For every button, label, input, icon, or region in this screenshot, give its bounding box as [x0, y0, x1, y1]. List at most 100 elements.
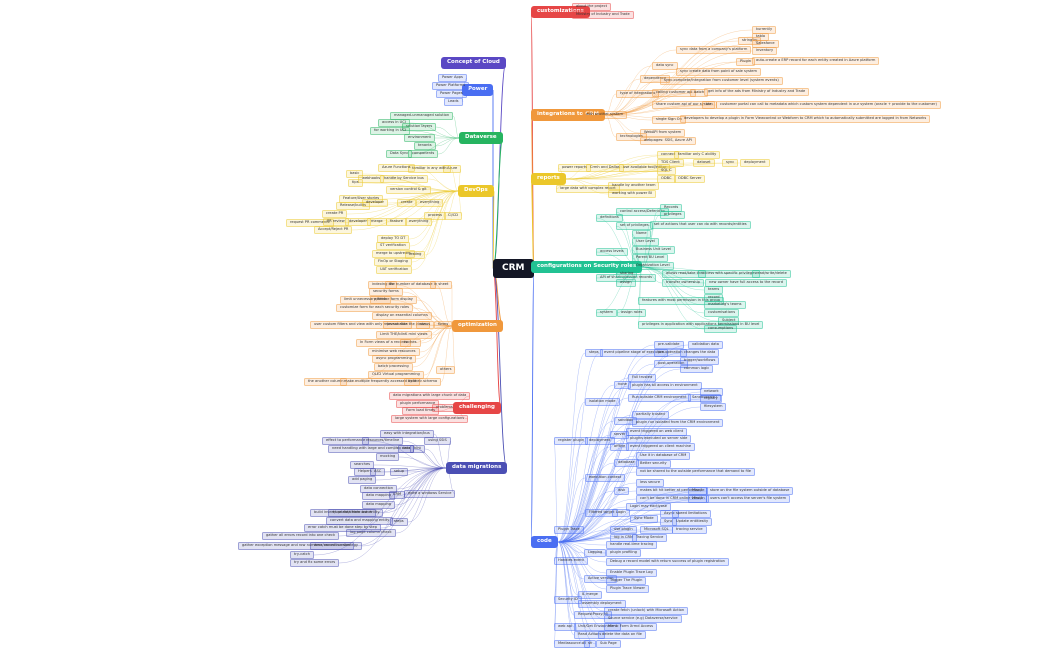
leaf-integrations[interactable]: data sync [652, 62, 678, 71]
leaf-reports[interactable]: Crmh and Dallas [586, 164, 624, 173]
leaf-config[interactable]: customisations [704, 309, 740, 318]
leaf-code[interactable]: tracing service [672, 526, 707, 535]
leaf-code[interactable]: plugin profiling [606, 549, 641, 558]
root-node[interactable]: CRM [493, 259, 534, 278]
leaf-config[interactable]: system [596, 309, 617, 318]
leaf-datamig[interactable]: gather exception message and row numbers… [238, 542, 355, 551]
leaf-code[interactable]: delete the data on file [598, 631, 646, 640]
leaf-integrations[interactable]: single Sign On [652, 116, 686, 125]
leaf-optimization[interactable]: Limit THE/blinK mini views [376, 331, 432, 340]
leaf-devops[interactable]: Azure [443, 165, 462, 174]
leaf-devops[interactable]: ST verification [376, 242, 410, 251]
leaf-code[interactable]: Sandboxed/IO [688, 394, 722, 403]
leaf-datamig[interactable]: try-catch [290, 551, 315, 560]
leaf-code[interactable]: register plugin [554, 437, 589, 446]
leaf-code[interactable]: less secure [636, 479, 665, 488]
branch-devops[interactable]: DevOps [458, 185, 494, 197]
branch-code[interactable]: code [531, 536, 558, 548]
leaf-code[interactable]: Handles event [554, 557, 588, 566]
leaf-reports[interactable]: working with power BI [608, 190, 656, 199]
leaf-config[interactable]: control access/Defend to [616, 208, 669, 217]
leaf-code[interactable]: speed limitations [672, 510, 711, 519]
leaf-devops[interactable]: Azure Functions [378, 164, 415, 173]
leaf-integrations[interactable]: inventory [752, 47, 778, 56]
leaf-devops[interactable]: merge [367, 218, 387, 227]
leaf-reports[interactable]: deployment [740, 159, 770, 168]
leaf-optimization[interactable]: personalize the views [383, 321, 430, 330]
leaf-dataverse[interactable]: environment [404, 134, 435, 143]
leaf-config[interactable]: Parent BU Level [632, 254, 669, 263]
leaf-dataverse[interactable]: managed-unmanaged solution [390, 112, 454, 121]
leaf-customizations[interactable]: Ministry of Industry and Trade [572, 11, 634, 20]
leaf-code[interactable]: Enable Plugin Trace Log [606, 569, 657, 578]
branch-integrations[interactable]: integrations to CRM [531, 109, 605, 121]
leaf-devops[interactable]: developer [362, 199, 388, 208]
leaf-code[interactable]: Full trusted [628, 374, 657, 383]
leaf-integrations[interactable]: get info of the ads from Ministry of Ind… [704, 88, 810, 97]
leaf-dataverse[interactable]: solution layers [402, 123, 437, 132]
leaf-datamig[interactable]: effect to performance [322, 437, 370, 446]
leaf-datamig[interactable]: write a windows Service [404, 490, 456, 499]
leaf-devops[interactable]: create [397, 199, 417, 208]
leaf-devops[interactable]: tips [348, 179, 363, 188]
leaf-code[interactable]: use plugin [610, 526, 637, 535]
leaf-reports[interactable]: sync [722, 159, 739, 168]
leaf-code[interactable]: common logic [680, 365, 714, 374]
leaf-code[interactable]: IL merge [578, 591, 602, 600]
leaf-code[interactable]: pre-validate [654, 341, 684, 350]
leaf-datamig[interactable]: CRM [389, 491, 406, 500]
leaf-datamig[interactable]: searches [350, 461, 375, 470]
leaf-code[interactable]: store on the file system outside of data… [706, 487, 794, 496]
leaf-reports[interactable]: familiar only C ability [674, 151, 721, 160]
leaf-code[interactable]: Trigger The Plugin [606, 577, 647, 586]
leaf-datamig[interactable]: build insert/update/delete batch [310, 509, 376, 518]
branch-challenging[interactable]: challenging [453, 402, 501, 414]
leaf-code[interactable]: plugins executed on server side [626, 435, 692, 444]
leaf-devops[interactable]: handle by Service bus [380, 175, 428, 184]
branch-datamig[interactable]: data migrations [446, 462, 508, 474]
leaf-power[interactable]: Leads [444, 98, 463, 107]
leaf-datamig[interactable]: add paging [348, 476, 377, 485]
leaf-datamig[interactable]: gather all errors record into one check [262, 532, 340, 541]
leaf-code[interactable]: users can't access the server's file sys… [706, 495, 791, 504]
leaf-integrations[interactable]: Salesforce [752, 40, 779, 49]
leaf-optimization[interactable]: by their schema [404, 378, 442, 387]
leaf-devops[interactable]: merge to upstream [372, 250, 415, 259]
leaf-config[interactable]: new owner have full access to the record [705, 279, 787, 288]
leaf-code[interactable]: server [610, 431, 630, 440]
branch-concept[interactable]: Concept of Cloud [441, 57, 506, 69]
leaf-code[interactable]: Mimic Form Xrmd Access [604, 623, 658, 632]
leaf-datamig[interactable]: data mapping [362, 492, 396, 501]
leaf-dataverse[interactable]: tenants [414, 142, 436, 151]
leaf-devops[interactable]: request PR comments [286, 219, 334, 228]
leaf-optimization[interactable]: OLE2 Virtual programming [368, 371, 424, 380]
leaf-challenging[interactable]: large system with large configurations [391, 415, 469, 424]
leaf-devops[interactable]: familiar in any with [408, 165, 451, 174]
leaf-config[interactable]: assign [616, 279, 636, 288]
leaf-code[interactable]: Filtered target [585, 509, 619, 518]
leaf-code[interactable]: create fetch (unlock) with Microsoft Act… [604, 607, 689, 616]
leaf-code[interactable]: Better security [636, 460, 671, 469]
leaf-integrations[interactable]: WebAPI from system [640, 129, 686, 138]
leaf-config[interactable]: marketing's teams [704, 301, 746, 310]
leaf-datamig[interactable]: need handling with large and complex dat… [328, 445, 415, 454]
leaf-code[interactable]: handle real-time tracing [606, 541, 658, 550]
leaf-config[interactable]: privileges [660, 211, 686, 220]
leaf-reports[interactable]: ODBC [657, 175, 676, 184]
leaf-code[interactable]: none [614, 381, 631, 390]
leaf-datamig[interactable]: error correction strategy [310, 542, 363, 551]
leaf-devops[interactable]: Release/builds [336, 202, 370, 211]
leaf-optimization[interactable]: customize form for each security roles [336, 304, 414, 313]
leaf-code[interactable]: execution context [585, 474, 626, 483]
leaf-reports[interactable]: SQL C [657, 167, 676, 176]
leaf-code[interactable]: Plugin Trace Viewer [606, 585, 650, 594]
leaf-challenging[interactable]: plugin performance [396, 400, 440, 409]
leaf-config[interactable]: Subject [718, 317, 740, 326]
leaf-integrations[interactable]: tablo [752, 33, 770, 42]
leaf-code[interactable]: Active version [584, 575, 618, 584]
leaf-code[interactable]: can't be done in CRM online version [636, 495, 709, 504]
leaf-datamig[interactable]: ASC [370, 468, 386, 477]
leaf-code[interactable]: plugin has all access in environment [628, 382, 702, 391]
leaf-datamig[interactable]: more data from one entity [328, 509, 384, 518]
leaf-datamig[interactable]: convert data and mapping entity [326, 517, 394, 526]
